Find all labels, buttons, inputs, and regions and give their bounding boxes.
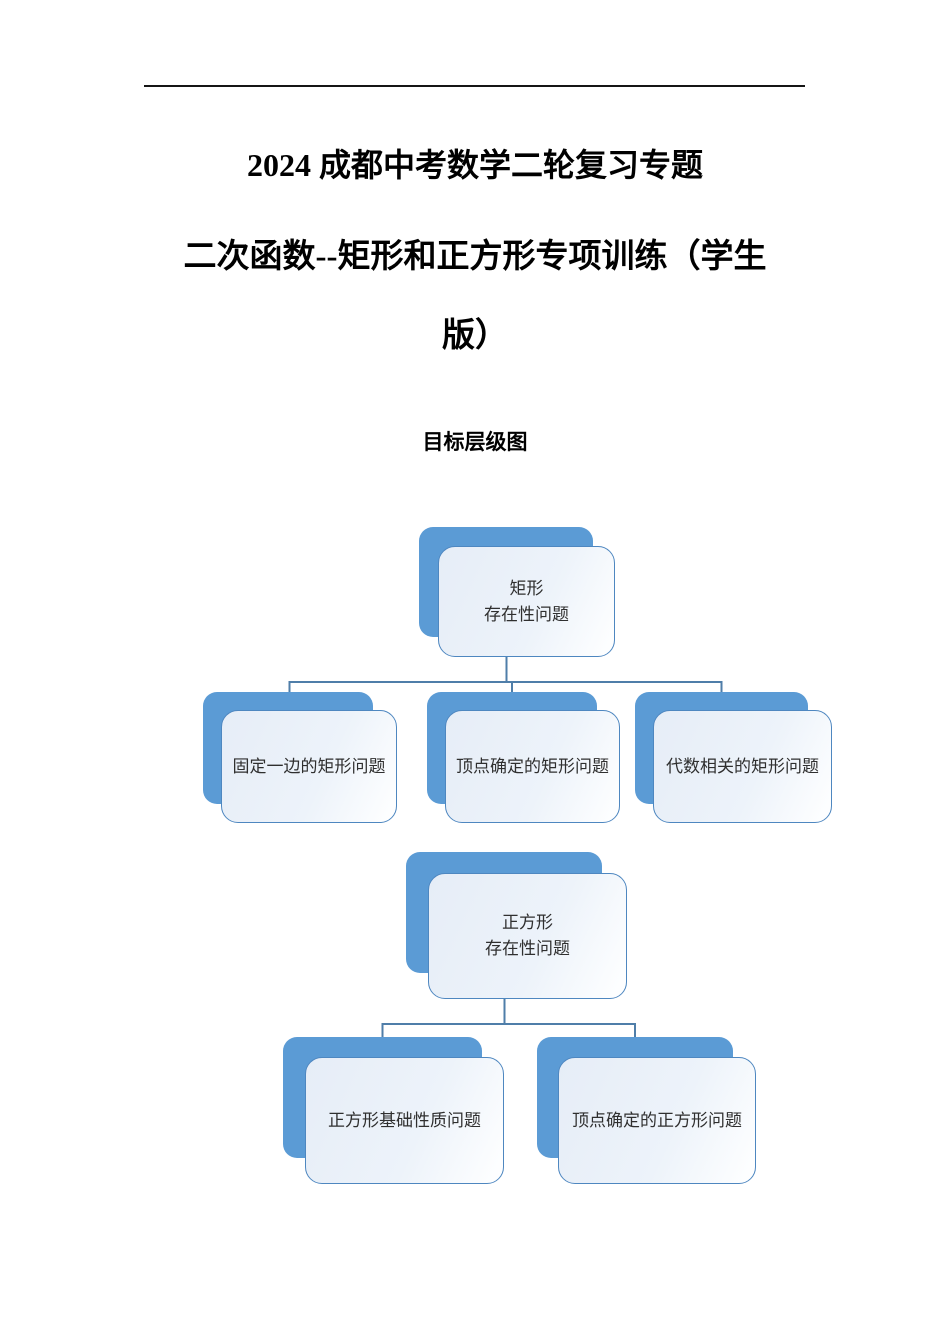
node-front-shape: 顶点确定的正方形问题 [558,1057,756,1184]
page-title: 2024 成都中考数学二轮复习专题 [246,147,703,183]
node-front-shape: 矩形 存在性问题 [438,546,615,657]
node-label: 顶点确定的正方形问题 [572,1110,742,1130]
node-label: 正方形基础性质问题 [328,1110,481,1130]
node-label: 固定一边的矩形问题 [232,756,386,776]
square-tree-connectors [381,998,636,1038]
page-subtitle-line1: 二次函数--矩形和正方形专项训练（学生 [183,239,767,275]
node-front-shape: 正方形基础性质问题 [305,1057,504,1184]
node-label: 存在性问题 [484,604,569,624]
node-label: 正方形 [502,913,553,932]
rect-tree-connectors [288,656,723,693]
node-front-shape: 顶点确定的矩形问题 [445,710,620,823]
header-rule [144,85,805,87]
node-label: 代数相关的矩形问题 [666,756,819,776]
node-front-shape: 正方形 存在性问题 [428,873,627,999]
node-front-shape: 代数相关的矩形问题 [653,710,832,823]
node-label: 矩形 [509,578,544,598]
node-label: 存在性问题 [485,939,570,958]
page-subtitle: 二次函数--矩形和正方形专项训练（学生 版） [94,218,856,376]
section-heading: 目标层级图 [422,430,528,454]
node-front-shape: 固定一边的矩形问题 [221,710,397,823]
node-label: 顶点确定的矩形问题 [456,756,609,776]
page-subtitle-line2: 版） [442,318,508,354]
